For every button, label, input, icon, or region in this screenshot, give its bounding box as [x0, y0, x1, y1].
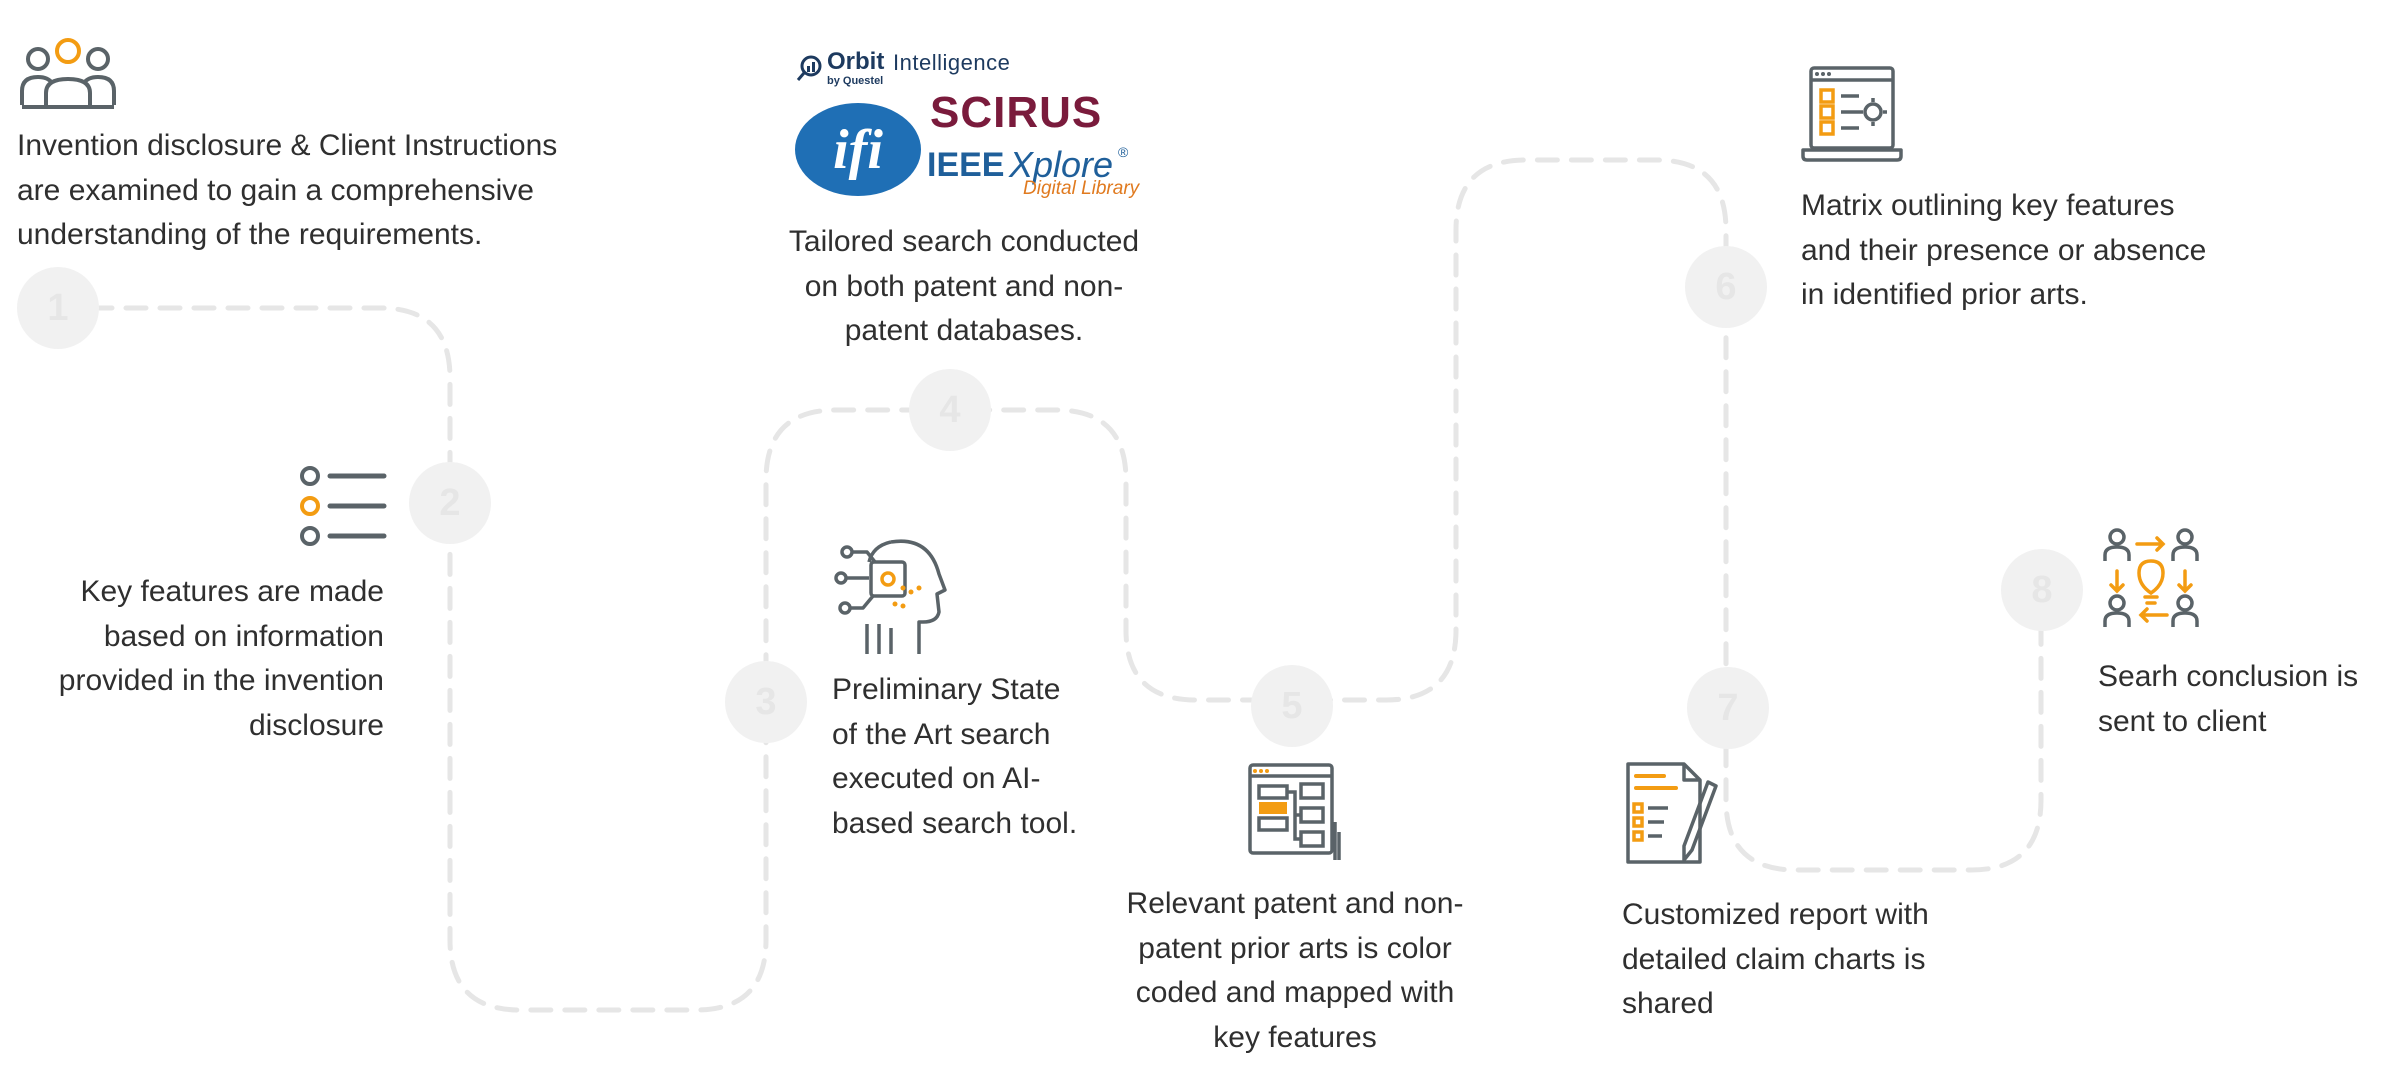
step-2-number: 2: [409, 462, 491, 544]
step-4-number: 4: [909, 369, 991, 451]
step-5-number: 5: [1251, 665, 1333, 747]
step-3-number: 3: [725, 661, 807, 743]
ai-head-icon: [834, 539, 947, 654]
list-icon: [300, 466, 387, 546]
step-3-text: Preliminary State of the Art search exec…: [832, 673, 1078, 840]
step-6-text: Matrix outlining key features and their …: [1801, 189, 2207, 311]
digital-library-text: Digital Library: [1023, 178, 1140, 199]
ieee-logo-text: IEEE: [927, 146, 1005, 184]
orbit-by-text: by Questel: [827, 75, 884, 87]
step-8-text: Searh conclusion is sent to client: [2098, 660, 2359, 738]
database-logos: Orbit Intelligence by Questel SCIRUS ifi…: [795, 48, 1155, 203]
ifi-logo: ifi: [795, 103, 921, 196]
scirus-logo: SCIRUS: [930, 88, 1103, 137]
xplore-logo-text: Xplore: [1009, 144, 1114, 185]
exchange-icon: [2103, 528, 2199, 627]
ifi-logo-text: ifi: [833, 118, 883, 181]
step-2-text: Key features are made based on informati…: [58, 575, 384, 742]
orbit-logo-text: Orbit: [827, 48, 885, 75]
laptop-matrix-icon: [1801, 66, 1903, 162]
step-5-text: Relevant patent and non- patent prior ar…: [1126, 887, 1464, 1054]
orbit-logo-suffix: Intelligence: [893, 50, 1011, 75]
step-4-text: Tailored search conducted on both patent…: [788, 225, 1140, 347]
xplore-registered-mark: ®: [1118, 144, 1129, 160]
report-icon: [1626, 762, 1718, 864]
step-1-text: Invention disclosure & Client Instructio…: [17, 129, 558, 251]
step-6-number: 6: [1685, 246, 1767, 328]
step-1-number: 1: [17, 267, 99, 349]
step-7-number: 7: [1687, 667, 1769, 749]
users-group-icon: [20, 38, 116, 109]
step-7-text: Customized report with detailed claim ch…: [1622, 898, 1929, 1020]
step-8-number: 8: [2001, 549, 2083, 631]
orbit-logo-icon: [796, 55, 822, 81]
mapping-icon: [1248, 763, 1341, 860]
